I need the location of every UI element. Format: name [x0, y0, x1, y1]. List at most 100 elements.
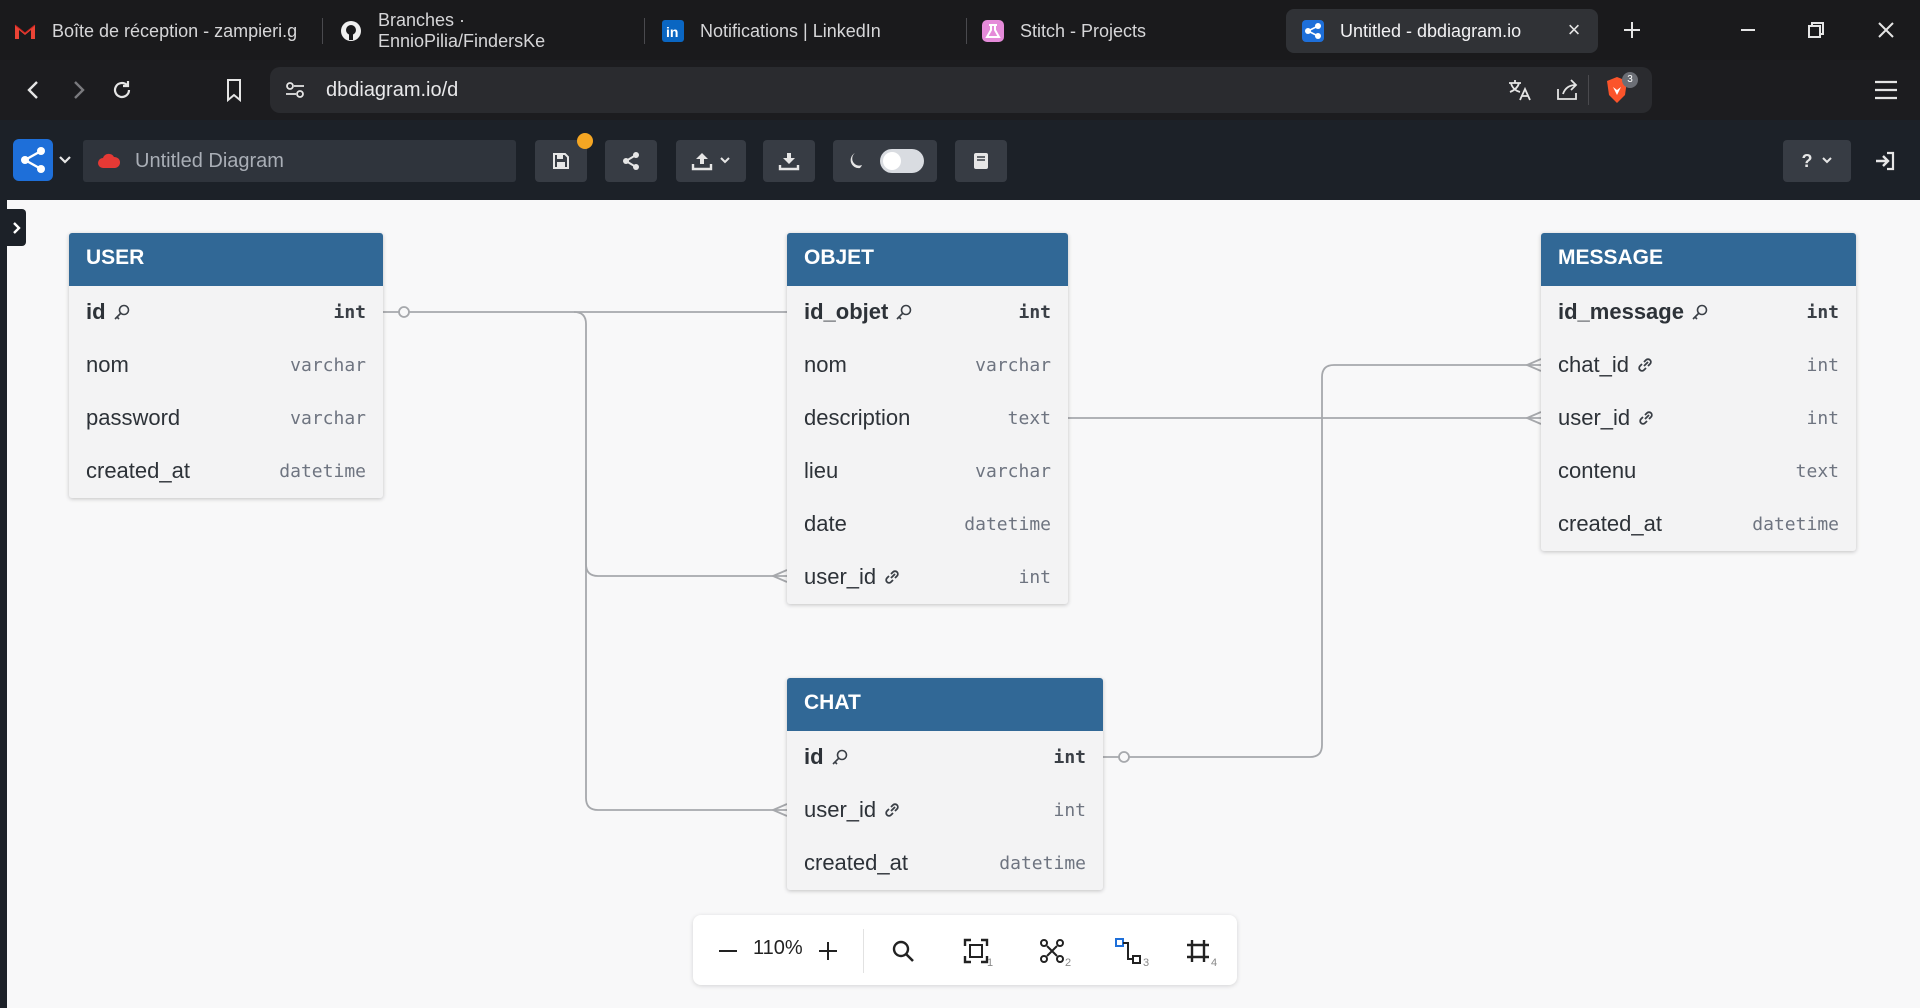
docs-button[interactable] [955, 140, 1007, 182]
table-chat[interactable]: CHAT id int user_id int created_at datet… [787, 678, 1103, 890]
sign-in-icon[interactable] [1874, 150, 1896, 177]
zoom-in-button[interactable] [815, 935, 841, 967]
tab-gmail[interactable]: Boîte de réception - zampieri.g [14, 9, 306, 53]
field-type: varchar [975, 355, 1051, 376]
field-row[interactable]: created_at datetime [787, 837, 1103, 890]
share-button[interactable] [605, 140, 657, 182]
new-tab-button[interactable] [1612, 14, 1652, 46]
field-row[interactable]: password varchar [69, 392, 383, 445]
translate-icon[interactable] [1506, 77, 1532, 108]
minimize-icon[interactable] [1728, 14, 1768, 46]
download-button[interactable] [763, 140, 815, 182]
field-row[interactable]: contenu text [1541, 445, 1856, 498]
cloud-unsaved-icon [97, 152, 121, 175]
field-row[interactable]: chat_id int [1541, 339, 1856, 392]
field-row[interactable]: user_id int [787, 784, 1103, 837]
browser-tab-strip: Boîte de réception - zampieri.g Branches… [0, 0, 1920, 60]
toggle-switch[interactable] [880, 149, 924, 173]
table-header[interactable]: USER [69, 233, 383, 286]
table-header[interactable]: OBJET [787, 233, 1068, 286]
export-button[interactable] [676, 140, 746, 182]
shortcut-number: 2 [1065, 957, 1072, 969]
save-button[interactable] [535, 140, 587, 182]
browser-menu-icon[interactable] [1870, 74, 1902, 106]
close-tab-icon[interactable]: × [1567, 17, 1581, 42]
field-type: varchar [975, 461, 1051, 482]
svg-text:in: in [666, 24, 678, 40]
dark-mode-toggle[interactable] [833, 140, 937, 182]
line-style-button[interactable]: 3 [1109, 935, 1150, 969]
chevron-right-icon [12, 221, 21, 234]
field-type: varchar [290, 408, 366, 429]
close-window-icon[interactable] [1866, 14, 1906, 46]
tab-title: Notifications | LinkedIn [700, 20, 881, 41]
field-row[interactable]: date datetime [787, 498, 1068, 551]
field-row[interactable]: description text [787, 392, 1068, 445]
field-row[interactable]: created_at datetime [69, 445, 383, 498]
address-bar[interactable]: dbdiagram.io/d 3 [270, 67, 1652, 113]
tab-linkedin[interactable]: in Notifications | LinkedIn [662, 9, 954, 53]
table-objet[interactable]: OBJET id_objet int nom varchar descripti… [787, 233, 1068, 604]
field-type: datetime [999, 853, 1086, 874]
field-name: id_message [1558, 299, 1709, 325]
field-name: chat_id [1558, 352, 1654, 378]
search-button[interactable] [887, 935, 919, 967]
table-header[interactable]: MESSAGE [1541, 233, 1856, 286]
plus-icon [819, 942, 837, 960]
bookmark-icon[interactable] [218, 74, 250, 106]
field-type: int [1018, 567, 1051, 588]
field-name: user_id [1558, 405, 1655, 431]
app-toolbar: Untitled Diagram ? [0, 120, 1920, 200]
field-row[interactable]: id_objet int [787, 286, 1068, 339]
site-settings-icon[interactable] [284, 79, 306, 106]
table-header[interactable]: CHAT [787, 678, 1103, 731]
help-button[interactable]: ? [1783, 140, 1851, 182]
field-name: date [804, 511, 847, 536]
auto-arrange-button[interactable]: 2 [1033, 935, 1072, 969]
diagram-title-field[interactable]: Untitled Diagram [83, 140, 516, 182]
field-row[interactable]: nom varchar [69, 339, 383, 392]
restore-icon[interactable] [1796, 14, 1836, 46]
reload-icon[interactable] [106, 74, 138, 106]
url-text[interactable]: dbdiagram.io/d [326, 79, 459, 101]
tab-title: Stitch - Projects [1020, 20, 1147, 41]
toolbar-divider [863, 929, 864, 973]
app-logo-button[interactable] [13, 139, 53, 181]
field-row[interactable]: id int [787, 731, 1103, 784]
forward-icon[interactable] [62, 74, 94, 106]
field-row[interactable]: id_message int [1541, 286, 1856, 339]
shortcut-number: 4 [1211, 957, 1218, 969]
grid-frame-button[interactable]: 4 [1179, 935, 1218, 969]
field-row[interactable]: nom varchar [787, 339, 1068, 392]
field-row[interactable]: user_id int [1541, 392, 1856, 445]
chevron-down-icon[interactable] [58, 152, 72, 170]
upload-icon [691, 153, 713, 171]
field-name: id_objet [804, 299, 913, 325]
field-type: int [333, 302, 366, 323]
primary-key-icon [831, 748, 849, 766]
field-name: user_id [804, 564, 901, 590]
tab-stitch[interactable]: Stitch - Projects [982, 9, 1274, 53]
table-message[interactable]: MESSAGE id_message int chat_id int user_… [1541, 233, 1856, 551]
fit-to-screen-button[interactable]: 1 [957, 935, 995, 969]
field-row[interactable]: lieu varchar [787, 445, 1068, 498]
tab-title: Boîte de réception - zampieri.g [52, 20, 298, 41]
back-icon[interactable] [18, 74, 50, 106]
field-row[interactable]: created_at datetime [1541, 498, 1856, 551]
field-name: id [804, 744, 849, 770]
tab-github[interactable]: Branches · EnnioPilia/FindersKe [340, 9, 632, 53]
field-name: description [804, 405, 911, 430]
unsaved-indicator-dot [577, 133, 593, 149]
link-icon [1637, 409, 1655, 427]
field-row[interactable]: id int [69, 286, 383, 339]
chevron-down-icon [720, 157, 730, 164]
expand-sidebar-button[interactable] [7, 209, 26, 246]
primary-key-icon [1691, 303, 1709, 321]
tab-dbdiagram[interactable]: Untitled - dbdiagram.io × [1286, 9, 1598, 53]
field-type: datetime [964, 514, 1051, 535]
share-page-icon[interactable] [1554, 77, 1580, 108]
zoom-out-button[interactable] [715, 935, 741, 967]
field-row[interactable]: user_id int [787, 551, 1068, 604]
shortcut-number: 3 [1143, 957, 1150, 969]
table-user[interactable]: USER id int nom varchar password varchar… [69, 233, 383, 498]
